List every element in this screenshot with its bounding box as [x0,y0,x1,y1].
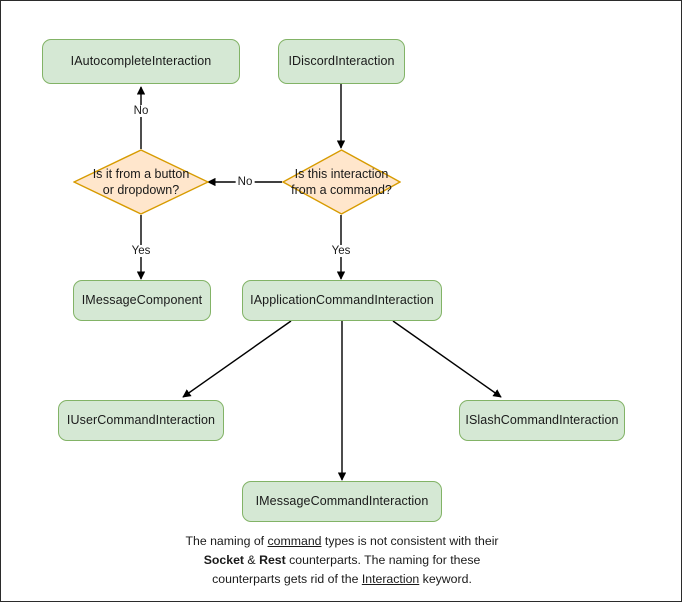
caption-bold-socket: Socket [203,553,245,568]
node-label: ISlashCommandInteraction [465,412,619,427]
node-label: IUserCommandInteraction [66,412,216,427]
node-autocomplete-interaction[interactable]: IAutocompleteInteraction [42,39,240,84]
node-slash-command-interaction[interactable]: ISlashCommandInteraction [459,400,625,441]
caption-text: The naming of [185,534,268,548]
node-label: IApplicationCommandInteraction [250,292,434,307]
edge-label-no-up: No [131,105,151,117]
node-label: IDiscordInteraction [288,53,395,68]
edge-label-no-left: No [235,176,255,188]
node-application-command-interaction[interactable]: IApplicationCommandInteraction [242,280,442,321]
caption-text: & [244,553,260,568]
caption-text: counterparts. The naming for these [285,553,481,568]
caption-underline-interaction: Interaction [361,572,420,587]
node-label: IAutocompleteInteraction [70,53,212,68]
edge-label-yes-right: Yes [329,245,353,257]
node-decision-button-or-dropdown[interactable]: Is it from a button or dropdown? [73,149,209,215]
diamond-shape [73,149,209,215]
node-decision-interaction-from-command[interactable]: Is this interaction from a command? [282,149,401,215]
caption-text: counterparts gets rid of the [212,572,362,587]
diagram-caption: The naming of command types is not consi… [142,532,542,589]
node-message-component[interactable]: IMessageComponent [73,280,211,321]
edge-application-command-to-user-command [182,320,292,398]
node-label: Is it from a button or dropdown? [92,166,190,197]
caption-underline-command: command [267,534,322,548]
caption-line-3: counterparts gets rid of the Interaction… [142,570,542,589]
node-discord-interaction[interactable]: IDiscordInteraction [278,39,405,84]
node-label: IMessageCommandInteraction [255,493,429,508]
node-message-command-interaction[interactable]: IMessageCommandInteraction [242,481,442,522]
diamond-shape [282,149,401,215]
node-label: Is this interaction from a command? [291,166,392,197]
caption-bold-rest: Rest [259,553,286,568]
node-user-command-interaction[interactable]: IUserCommandInteraction [58,400,224,441]
node-label: IMessageComponent [81,292,203,307]
caption-line-1: The naming of command types is not consi… [142,532,542,551]
edge-application-command-to-slash-command [392,320,502,398]
caption-text: types is not consistent with their [321,534,499,548]
caption-line-2: Socket & Rest counterparts. The naming f… [142,551,542,570]
caption-text: keyword. [419,572,472,587]
edge-label-yes-left: Yes [129,245,153,257]
